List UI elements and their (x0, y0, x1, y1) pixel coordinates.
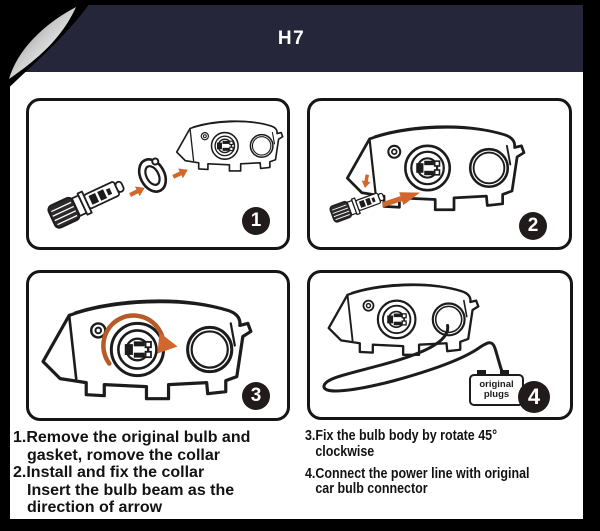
instruction-step-4: 4.Connect the power line with original c… (305, 465, 544, 499)
bulb-socket-drawing (386, 310, 407, 329)
step-number-badge: 3 (242, 382, 270, 410)
step-number-badge: 1 (242, 207, 270, 235)
led-bulb-drawing (45, 173, 129, 231)
original-plugs-box: original plugs (469, 369, 524, 406)
step-panel-3: 3 (26, 270, 290, 421)
instruction-step-3: 3.Fix the bulb body by rotate 45° clockw… (305, 428, 544, 461)
instruction-line: 1.Remove the original bulb and (13, 429, 251, 446)
instruction-text-block: 1.Remove the original bulb and gasket, r… (13, 428, 583, 517)
instruction-line: gasket, romove the collar (27, 446, 220, 464)
bulb-socket-drawing (415, 157, 441, 179)
instruction-line: clockwise (315, 443, 375, 460)
instruction-line: car bulb connector (315, 481, 428, 498)
rotate-arrow-head-icon (157, 332, 178, 354)
page-header: H7 (0, 5, 583, 72)
rotate-clockwise-arrow-icon (101, 313, 166, 366)
plug-label-line2: plugs (483, 389, 510, 400)
instruction-line: 2.Install and fix the collar (13, 464, 205, 482)
instruction-line: Insert the bulb beam as the (27, 481, 235, 499)
led-bulb-drawing (328, 187, 387, 224)
step3-illustration (41, 298, 253, 401)
bulb-socket-drawing (216, 138, 234, 154)
step-number-badge: 4 (518, 381, 550, 413)
page-curl-decoration (0, 0, 92, 96)
instructions-right-column: 3.Fix the bulb body by rotate 45° clockw… (305, 428, 544, 517)
instruction-line: 4.Connect the power line with original (305, 465, 530, 482)
step-panel-2: 2 (307, 98, 572, 250)
plug-label-line1: original (479, 378, 514, 390)
instruction-line: direction of arrow (27, 499, 163, 517)
plug-tab-decoration (500, 369, 509, 375)
page-title: H7 (277, 27, 306, 49)
instruction-sheet: 1 2 3 original pl (10, 72, 583, 519)
bulb-socket-drawing (123, 337, 153, 362)
plug-tab-decoration (477, 369, 486, 375)
step-panel-4: original plugs 4 (307, 270, 573, 420)
power-line-wire-drawing (322, 323, 505, 393)
arrow-icon (170, 164, 191, 182)
instruction-line: 3.Fix the bulb body by rotate 45° (305, 428, 498, 444)
instruction-step-2: 2.Install and fix the collar Insert the … (13, 464, 305, 517)
step-number-badge: 2 (519, 212, 547, 240)
instructions-left-column: 1.Remove the original bulb and gasket, r… (13, 429, 305, 517)
step-panel-1: 1 (26, 98, 290, 250)
step4-illustration (322, 282, 505, 393)
instruction-step-1: 1.Remove the original bulb and gasket, r… (13, 429, 305, 464)
